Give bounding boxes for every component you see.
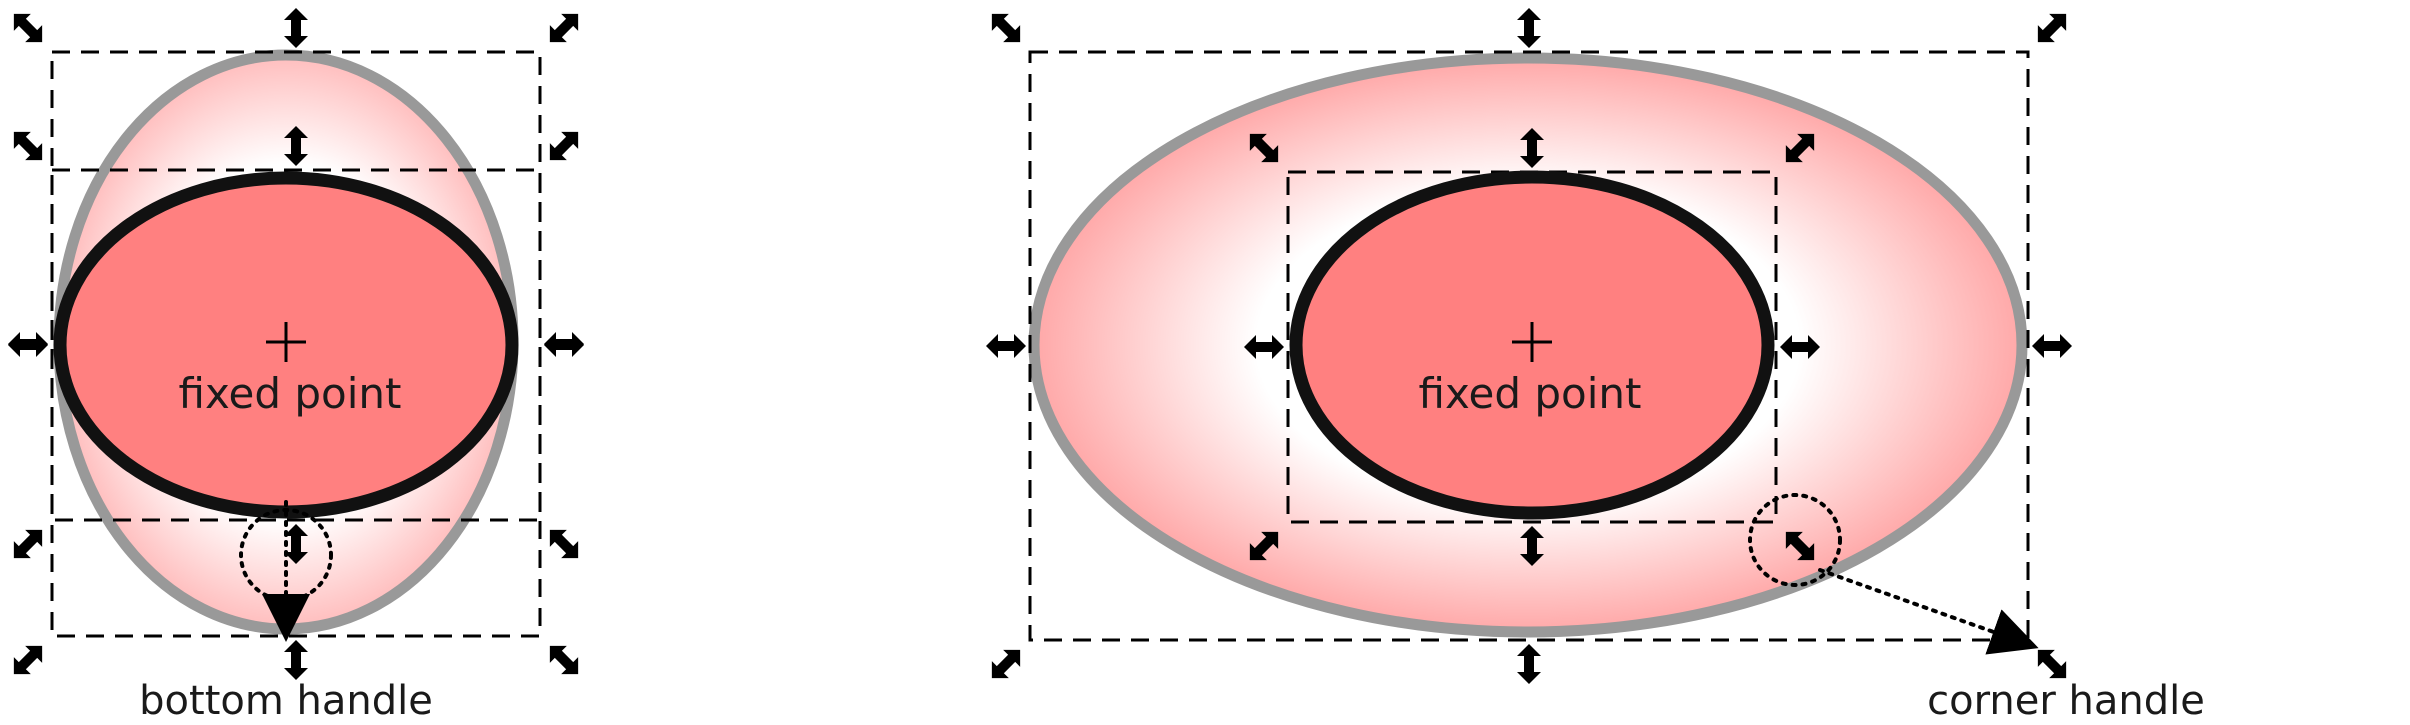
left-inner-handle-right[interactable] [544,333,584,357]
left-outer-handle-top-left[interactable] [5,5,50,50]
right-inner-handle-top[interactable] [1520,128,1544,168]
double-arrow-diagonal-icon [1785,133,1815,163]
double-arrow-vertical-icon [284,524,308,564]
right-inner-handle-bottom-left[interactable] [1241,523,1286,568]
right-drag-path [1748,493,2039,655]
double-arrow-vertical-icon [284,126,308,166]
double-arrow-vertical-icon [1520,128,1544,168]
double-arrow-diagonal-icon [2037,13,2067,43]
right-outer-handle-bottom-left[interactable] [983,641,1028,686]
double-arrow-vertical-icon [1517,644,1541,684]
left-inner-bounding-box [50,168,542,522]
left-inner-handle-top-left[interactable] [5,123,50,168]
left-outer-handle-top-right[interactable] [541,5,586,50]
double-arrow-diagonal-icon [13,645,43,675]
double-arrow-diagonal-icon [991,13,1021,43]
left-inner-handle-top[interactable] [284,126,308,166]
right-outer-handle-top-right[interactable] [2029,5,2074,50]
double-arrow-horizontal-icon [2032,334,2072,358]
right-inner-handle-top-right[interactable] [1777,125,1822,170]
double-arrow-horizontal-icon [986,334,1026,358]
right-outer-handle-top[interactable] [1517,8,1541,48]
double-arrow-diagonal-icon [549,645,579,675]
right-outer-bounding-box [1028,50,2030,642]
left-drag-path [239,500,333,642]
right-inner-handle-right[interactable] [1780,335,1820,359]
double-arrow-vertical-icon [284,8,308,48]
right-outer-handle-top-left[interactable] [983,5,1028,50]
double-arrow-diagonal-icon [13,13,43,43]
double-arrow-diagonal-icon [1249,133,1279,163]
right-outer-handle-bottom-right[interactable] [2029,641,2074,686]
double-arrow-diagonal-icon [991,649,1021,679]
right-caption: corner handle [1927,678,2205,724]
double-arrow-vertical-icon [1517,8,1541,48]
handles-layer [5,5,2074,686]
right-center-mark [1512,322,1552,362]
right-inner-handle-bottom[interactable] [1520,526,1544,566]
left-center-label: fixed point [179,369,402,418]
right-inner-handle-left[interactable] [1244,335,1284,359]
left-inner-handle-top-right[interactable] [541,123,586,168]
double-arrow-diagonal-icon [1785,531,1815,561]
double-arrow-diagonal-icon [13,131,43,161]
left-inner-handle-bottom-left[interactable] [5,521,50,566]
right-inner-handle-top-left[interactable] [1241,125,1286,170]
double-arrow-diagonal-icon [549,529,579,559]
right-outer-handle-right[interactable] [2032,334,2072,358]
double-arrow-diagonal-icon [549,13,579,43]
double-arrow-diagonal-icon [2037,649,2067,679]
double-arrow-horizontal-icon [1244,335,1284,359]
left-outer-handle-top[interactable] [284,8,308,48]
double-arrow-vertical-icon [284,640,308,680]
right-panel: fixed point corner handle [1028,50,2205,724]
right-center-label: fixed point [1419,369,1642,418]
double-arrow-diagonal-icon [1249,531,1279,561]
double-arrow-horizontal-icon [544,333,584,357]
left-outer-handle-bottom[interactable] [284,640,308,680]
left-inner-handle-bottom-right[interactable] [541,521,586,566]
double-arrow-vertical-icon [1520,526,1544,566]
double-arrow-diagonal-icon [549,131,579,161]
double-arrow-horizontal-icon [8,333,48,357]
left-inner-handle-left[interactable] [8,333,48,357]
left-outer-handle-bottom-left[interactable] [5,637,50,682]
right-inner-handle-bottom-right[interactable] [1777,523,1822,568]
left-panel: fixed point bottom handle [50,49,542,724]
left-caption: bottom handle [139,678,433,724]
double-arrow-diagonal-icon [13,529,43,559]
left-center-mark [266,322,306,362]
double-arrow-horizontal-icon [1780,335,1820,359]
right-outer-handle-left[interactable] [986,334,1026,358]
left-inner-handle-bottom[interactable] [284,524,308,564]
right-outer-handle-bottom[interactable] [1517,644,1541,684]
left-outer-handle-bottom-right[interactable] [541,637,586,682]
